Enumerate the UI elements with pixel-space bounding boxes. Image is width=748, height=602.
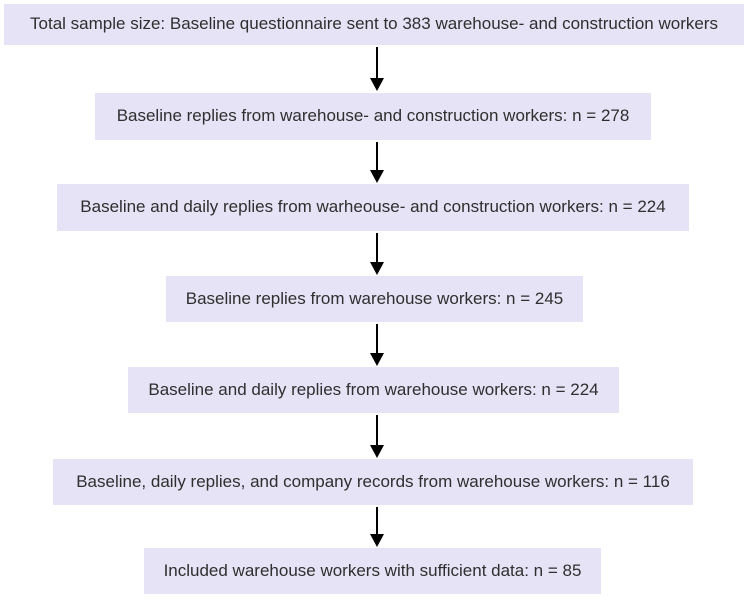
flow-box-label: Baseline replies from warehouse- and con… (116, 106, 630, 126)
arrow-head (370, 78, 384, 91)
down-arrow-icon (370, 415, 384, 458)
flow-box-baseline-daily-replies-all-workers: Baseline and daily replies from warheous… (57, 184, 689, 231)
down-arrow-icon (370, 47, 384, 91)
down-arrow-icon (370, 233, 384, 275)
flow-box-label: Baseline replies from warehouse workers:… (185, 288, 564, 308)
down-arrow-icon (370, 324, 384, 366)
flow-box-baseline-daily-company-records: Baseline, daily replies, and company rec… (53, 459, 693, 505)
arrow-head (370, 353, 384, 366)
arrow-head (370, 262, 384, 275)
arrow-head (370, 534, 384, 547)
down-arrow-icon (370, 142, 384, 183)
flow-box-label: Included warehouse workers with sufficie… (163, 560, 582, 580)
flow-box-label: Total sample size: Baseline questionnair… (30, 14, 718, 34)
flow-box-baseline-replies-all-workers: Baseline replies from warehouse- and con… (95, 93, 651, 140)
arrow-shaft (376, 233, 378, 262)
arrow-shaft (376, 324, 378, 353)
flow-box-total-sample: Total sample size: Baseline questionnair… (4, 4, 744, 45)
arrow-shaft (376, 142, 378, 170)
flow-box-label: Baseline and daily replies from warehous… (148, 379, 599, 399)
flow-box-baseline-replies-warehouse: Baseline replies from warehouse workers:… (166, 276, 583, 322)
flow-box-included-final: Included warehouse workers with sufficie… (144, 548, 601, 594)
arrow-head (370, 445, 384, 458)
arrow-shaft (376, 507, 378, 534)
arrow-head (370, 170, 384, 183)
flow-box-baseline-daily-replies-warehouse: Baseline and daily replies from warehous… (128, 367, 619, 413)
arrow-shaft (376, 47, 378, 78)
flow-box-label: Baseline, daily replies, and company rec… (76, 471, 670, 491)
down-arrow-icon (370, 507, 384, 547)
flow-box-label: Baseline and daily replies from warheous… (80, 197, 666, 217)
arrow-shaft (376, 415, 378, 445)
